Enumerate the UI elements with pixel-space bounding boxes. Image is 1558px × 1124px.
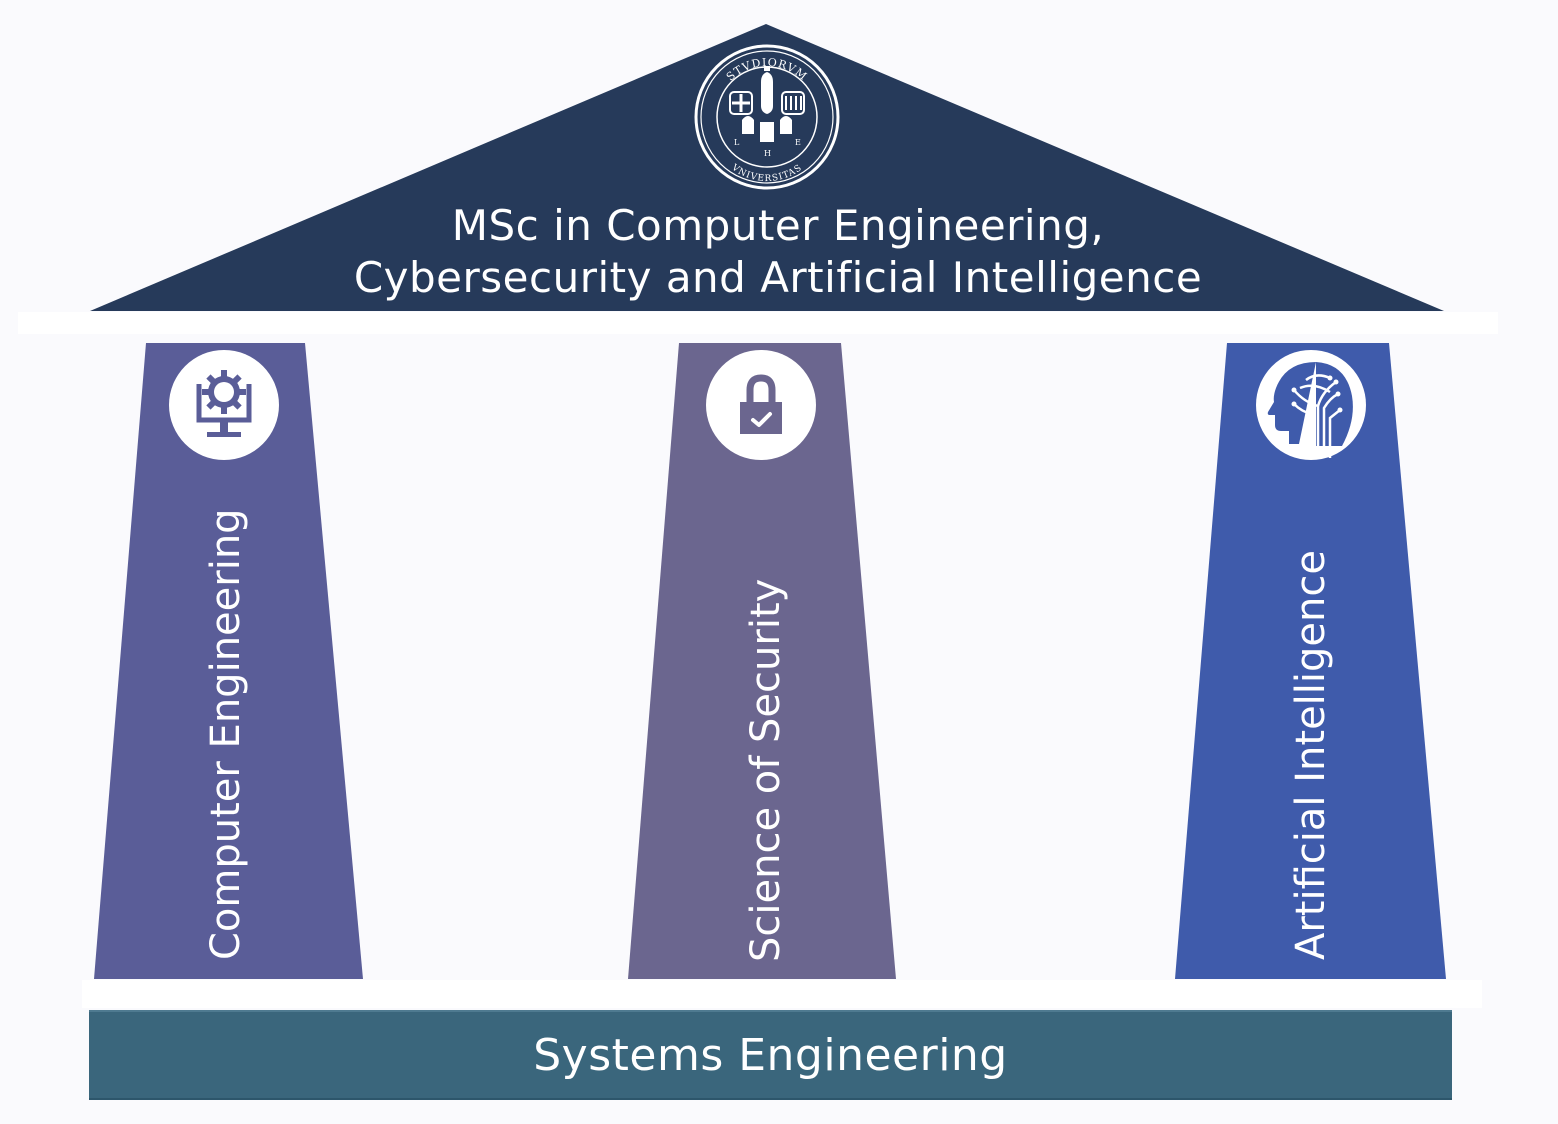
- program-title: MSc in Computer Engineering, Cybersecuri…: [300, 200, 1256, 304]
- ai-head-circuit-icon: [1256, 350, 1366, 460]
- computer-gear-icon: [169, 350, 279, 460]
- pillar-computer-engineering: [94, 343, 363, 979]
- svg-text:VNIVERSITAS: VNIVERSITAS: [729, 162, 805, 184]
- base-label: Systems Engineering: [533, 1030, 1008, 1081]
- pillar-label-artificial-intelligence: Artificial Intelligence: [1288, 550, 1334, 960]
- program-title-line2: Cybersecurity and Artificial Intelligenc…: [353, 253, 1203, 302]
- seal-letter-e: E: [795, 138, 801, 147]
- pillar-label-computer-engineering: Computer Engineering: [203, 508, 249, 960]
- university-seal-icon: STVDIORVM VNIVERSITAS L H E: [694, 44, 840, 190]
- roof-ledge: [18, 312, 1498, 334]
- pillar-science-of-security: [628, 343, 896, 979]
- seal-letter-l: L: [734, 138, 740, 147]
- base-ledge: [82, 980, 1482, 1008]
- pillar-artificial-intelligence: [1175, 343, 1446, 979]
- seal-bottom-text: VNIVERSITAS: [729, 162, 804, 184]
- pillar-label-science-of-security: Science of Security: [743, 578, 789, 962]
- program-title-line1: MSc in Computer Engineering,: [451, 201, 1105, 250]
- base-foundation: Systems Engineering: [89, 1010, 1452, 1100]
- seal-letter-h: H: [764, 149, 771, 158]
- padlock-check-icon: [706, 350, 816, 460]
